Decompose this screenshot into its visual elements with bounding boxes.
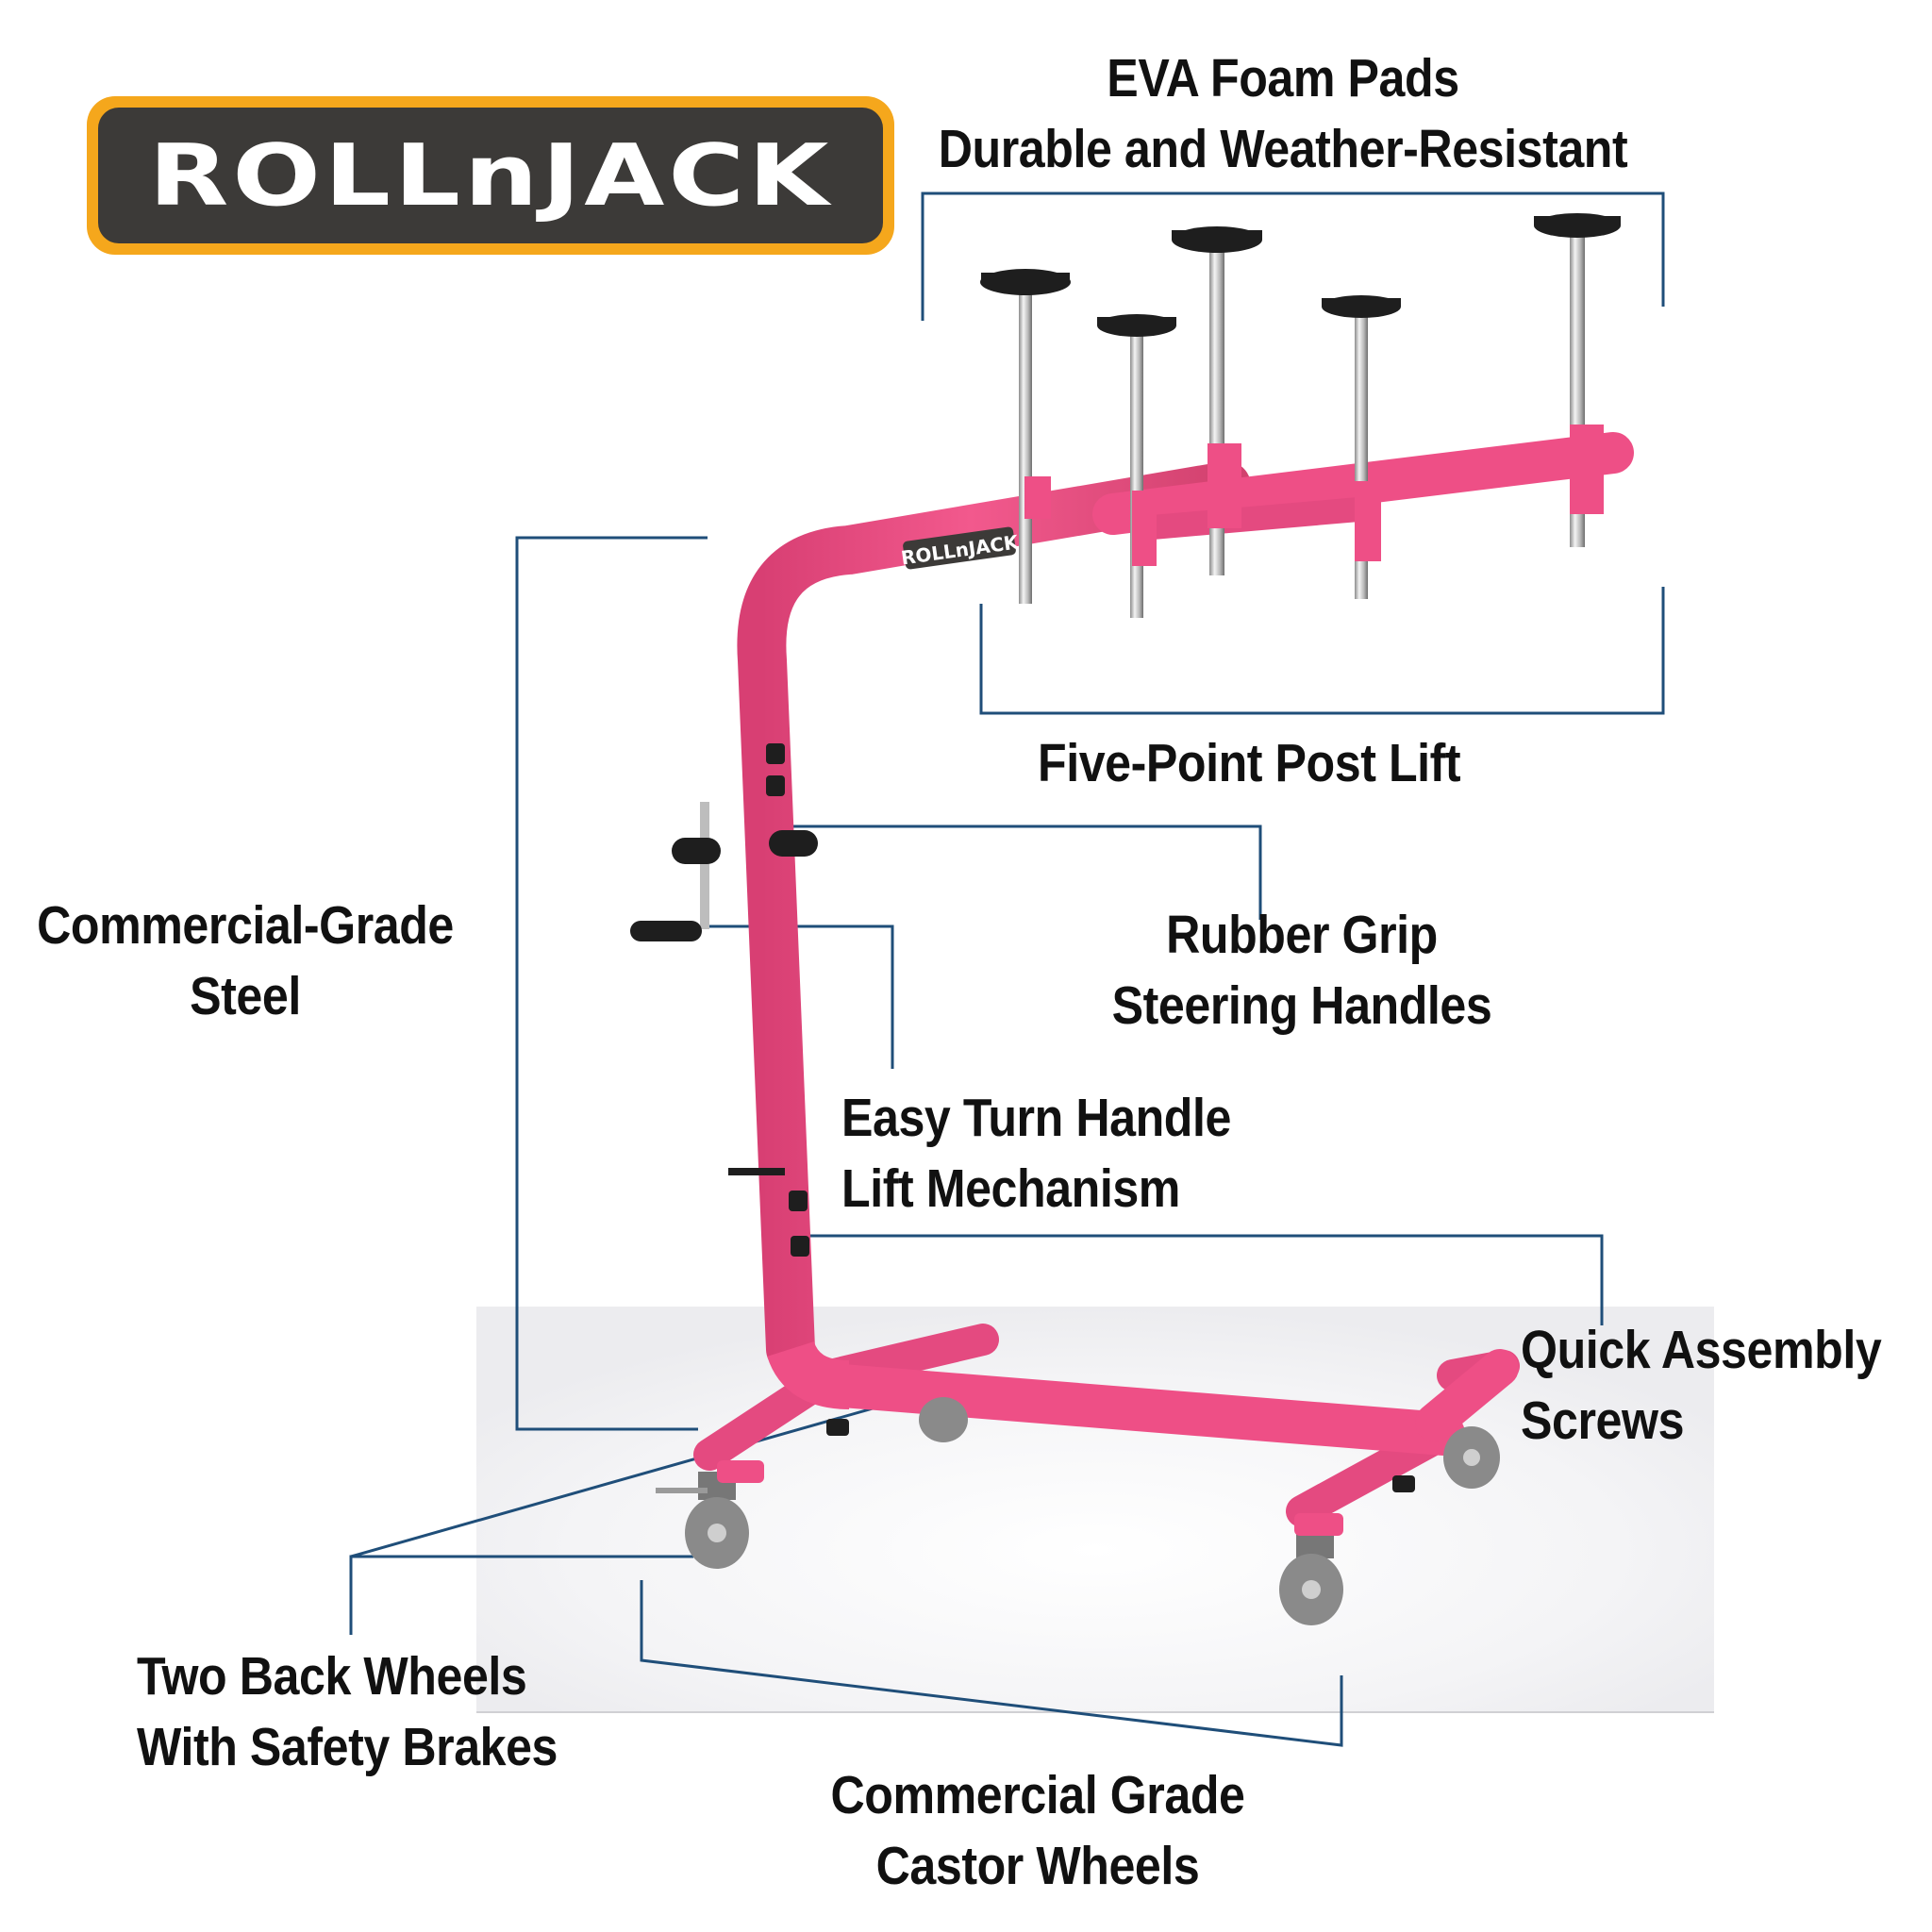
post-4 — [1322, 295, 1401, 599]
five-point-title: Five-Point Post Lift — [1038, 733, 1461, 793]
post-lift — [980, 213, 1621, 618]
post-5 — [1534, 213, 1621, 547]
five-point-post-lift-label: Five-Point Post Lift — [1038, 728, 1536, 799]
callout-grip — [778, 824, 1262, 920]
post-2 — [1097, 314, 1176, 618]
callout-five-point — [979, 587, 1665, 715]
frame-joint-ring — [728, 1168, 785, 1175]
steel-subtitle: Steel — [190, 966, 301, 1027]
frame-logo-plate — [903, 526, 1016, 570]
callout-steel — [515, 536, 708, 1431]
callout-lines — [349, 192, 1665, 1747]
castor-subtitle: Castor Wheels — [875, 1836, 1200, 1897]
back-wheels-title: Two Back Wheels — [137, 1646, 527, 1707]
brand-logo-plate: ROLLnJACK — [98, 108, 883, 243]
commercial-steel-label: Commercial-Grade Steel — [29, 891, 461, 1032]
easy-turn-subtitle: Lift Mechanism — [841, 1158, 1180, 1220]
steering-grip-right — [769, 830, 818, 857]
callout-quick-assembly — [807, 1234, 1604, 1325]
eva-foam-subtitle: Durable and Weather-Resistant — [938, 119, 1628, 180]
back-wheels-label: Two Back Wheels With Safety Brakes — [137, 1641, 602, 1783]
castor-wheels — [656, 1397, 1500, 1625]
rubber-grip-label: Rubber Grip Steering Handles — [1053, 900, 1551, 1041]
brand-logo: ROLLnJACK — [87, 96, 894, 255]
post-1 — [980, 269, 1071, 604]
quick-assembly-label: Quick Assembly Screws — [1521, 1315, 1886, 1457]
rubber-grip-title: Rubber Grip — [1166, 905, 1438, 965]
quick-assembly-subtitle: Screws — [1521, 1391, 1685, 1452]
easy-turn-title: Easy Turn Handle — [841, 1088, 1231, 1148]
callout-castor — [640, 1580, 1343, 1747]
eva-foam-title: EVA Foam Pads — [1107, 48, 1459, 108]
lift-mechanism — [630, 743, 1415, 1492]
back-wheels-subtitle: With Safety Brakes — [137, 1717, 558, 1778]
turn-handle-knob — [630, 921, 702, 941]
quick-assembly-title: Quick Assembly — [1521, 1320, 1882, 1380]
easy-turn-handle-label: Easy Turn Handle Lift Mechanism — [841, 1083, 1307, 1224]
rubber-grip-subtitle: Steering Handles — [1111, 975, 1492, 1037]
brand-logo-text: ROLLnJACK — [148, 125, 833, 225]
steel-title: Commercial-Grade — [37, 895, 454, 956]
steering-grip-left — [672, 838, 721, 864]
castor-title: Commercial Grade — [830, 1765, 1245, 1825]
back-right-wheel — [919, 1397, 968, 1442]
castor-wheels-label: Commercial Grade Castor Wheels — [806, 1760, 1271, 1902]
front-right-wheel — [1443, 1426, 1500, 1489]
callout-eva — [921, 192, 1665, 321]
post-3 — [1172, 226, 1262, 575]
eva-foam-pads-label: EVA Foam Pads Durable and Weather-Resist… — [868, 43, 1698, 185]
